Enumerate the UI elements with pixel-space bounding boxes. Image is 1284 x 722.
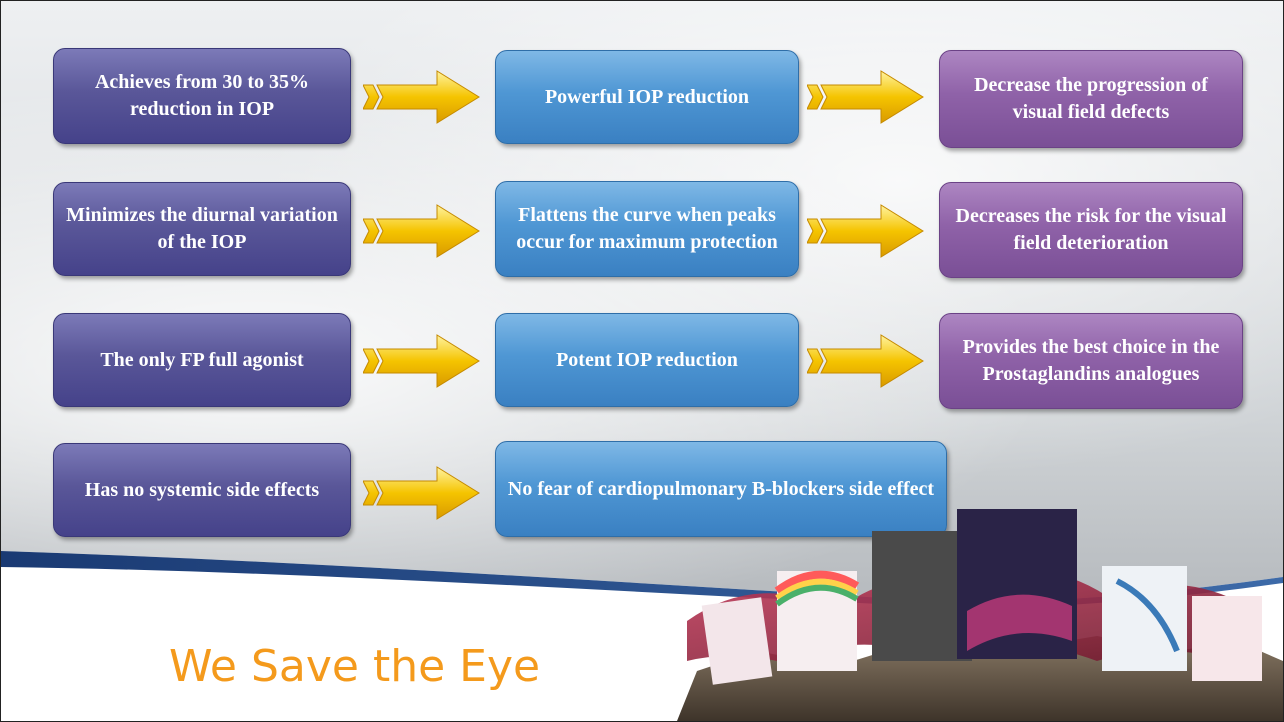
arrow-right-icon — [363, 70, 480, 124]
row1-outcome-text: Decrease the progression of visual field… — [974, 74, 1208, 123]
row1-benefit-text: Achieves from 30 to 35% reduction in IOP — [94, 71, 310, 120]
row4-result-text: No fear of cardiopulmonary B-blockers si… — [507, 477, 935, 500]
row3-result-text: Potent IOP reduction — [556, 348, 738, 371]
row2-result-text: Flattens the curve when peaks occur for … — [516, 204, 778, 253]
arrow-right-icon — [807, 334, 924, 388]
row4-benefit-box: Has no systemic side effects — [53, 443, 351, 537]
row3-outcome-text: Provides the best choice in the Prostagl… — [962, 336, 1220, 385]
row1-outcome-box: Decrease the progression of visual field… — [939, 50, 1243, 148]
row2-benefit-box: Minimizes the diurnal variation of the I… — [53, 182, 351, 276]
row3-benefit-box: The only FP full agonist — [53, 313, 351, 407]
row2-outcome-box: Decreases the risk for the visual field … — [939, 182, 1243, 278]
row3-result-box: Potent IOP reduction — [495, 313, 799, 407]
arrow-right-icon — [363, 466, 480, 520]
product-boxes-image — [677, 509, 1283, 721]
row1-result-text: Powerful IOP reduction — [544, 85, 750, 108]
arrow-right-icon — [363, 204, 480, 258]
row1-result-box: Powerful IOP reduction — [495, 50, 799, 144]
row2-benefit-text: Minimizes the diurnal variation of the I… — [66, 204, 338, 253]
arrow-right-icon — [363, 334, 480, 388]
row1-benefit-box: Achieves from 30 to 35% reduction in IOP — [53, 48, 351, 144]
row3-outcome-box: Provides the best choice in the Prostagl… — [939, 313, 1243, 409]
row2-outcome-text: Decreases the risk for the visual field … — [955, 205, 1227, 254]
row4-benefit-text: Has no systemic side effects — [84, 478, 320, 501]
row3-benefit-text: The only FP full agonist — [100, 348, 304, 371]
row4-result-box: No fear of cardiopulmonary B-blockers si… — [495, 441, 947, 537]
tagline: We Save the Eye — [169, 641, 541, 692]
row2-result-box: Flattens the curve when peaks occur for … — [495, 181, 799, 277]
arrow-right-icon — [807, 70, 924, 124]
arrow-right-icon — [807, 204, 924, 258]
